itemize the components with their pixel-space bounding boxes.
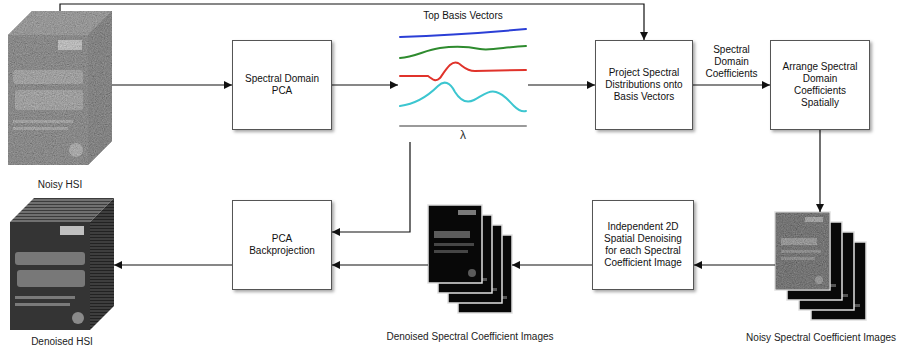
basis-vector-plot <box>400 29 526 126</box>
process-box: Independent 2D Spatial Denoising for eac… <box>592 200 694 290</box>
noisy-coefficient-stack <box>775 212 866 320</box>
cube-side-face <box>88 11 112 165</box>
cube-front-face <box>8 35 88 165</box>
hsi-cube: Noisy HSI <box>8 11 112 165</box>
sheet-detail <box>468 269 476 277</box>
package-line <box>15 296 75 299</box>
flow-arrow <box>332 84 398 85</box>
package-band <box>15 252 85 265</box>
sheet-noise <box>776 213 829 289</box>
package-seal <box>72 312 84 324</box>
flow-arrow <box>332 264 428 265</box>
flow-arrow <box>528 84 595 85</box>
flow-arrow <box>512 264 592 265</box>
basis-curve <box>400 46 526 58</box>
process-box: Arrange Spectral Domain Coefficients Spa… <box>770 40 870 130</box>
noisy-hsi-cube <box>8 11 112 165</box>
process-box: PCA Backprojection <box>232 200 332 290</box>
flow-arrow <box>332 142 410 232</box>
package-band <box>17 270 85 287</box>
axis-label: λ <box>398 129 528 142</box>
process-box: Project Spectral Distributions onto Basi… <box>595 40 693 130</box>
hsi-cube: Denoised HSI <box>10 198 114 330</box>
coefficient-sheet <box>775 212 830 290</box>
flow-arrow <box>60 4 644 40</box>
box-label: Project Spectral Distributions onto Basi… <box>601 67 687 103</box>
flow-arrow <box>819 130 820 212</box>
box-label: Arrange Spectral Domain Coefficients Spa… <box>776 61 864 109</box>
coefficient-stack: Denoised Spectral Coefficient Images <box>428 205 512 313</box>
basis-curve <box>400 62 526 80</box>
coefficient-stack: Noisy Spectral Coefficient Images <box>775 212 870 320</box>
basis-curve <box>400 83 526 112</box>
image-caption: Noisy Spectral Coefficient Images <box>746 332 896 344</box>
flow-arrow <box>112 84 232 85</box>
cube-noise <box>8 35 88 165</box>
edge-label: Spectral Domain Coefficients <box>699 44 765 80</box>
basis-vector-chart: Top Basis Vectors λ <box>398 10 528 142</box>
chart-title: Top Basis Vectors <box>398 10 528 22</box>
basis-curve <box>400 29 526 37</box>
sheet-detail <box>458 210 476 215</box>
denoised-coefficient-stack <box>428 205 512 313</box>
connector-group <box>60 4 820 265</box>
denoised-hsi-cube <box>10 198 114 330</box>
image-caption: Noisy HSI <box>38 179 82 191</box>
coefficient-sheet <box>428 205 482 283</box>
flow-arrow <box>114 264 232 265</box>
process-box: Spectral Domain PCA <box>232 40 332 130</box>
flow-arrow <box>694 264 775 265</box>
box-label: Spectral Domain PCA <box>238 73 326 97</box>
sheet-detail <box>434 250 468 253</box>
plot-axis <box>400 125 526 127</box>
box-label: Independent 2D Spatial Denoising for eac… <box>598 221 688 269</box>
sheet-detail <box>434 243 474 246</box>
package-line <box>15 303 70 306</box>
image-caption: Denoised Spectral Coefficient Images <box>386 331 553 343</box>
flow-arrow <box>693 84 770 85</box>
sheet-detail <box>434 231 470 238</box>
cube-front-face <box>10 222 90 330</box>
box-label: PCA Backprojection <box>238 233 326 257</box>
package-label <box>60 226 84 235</box>
image-caption: Denoised HSI <box>31 336 93 348</box>
cube-side-face <box>90 198 114 330</box>
cube-noise <box>88 11 112 165</box>
